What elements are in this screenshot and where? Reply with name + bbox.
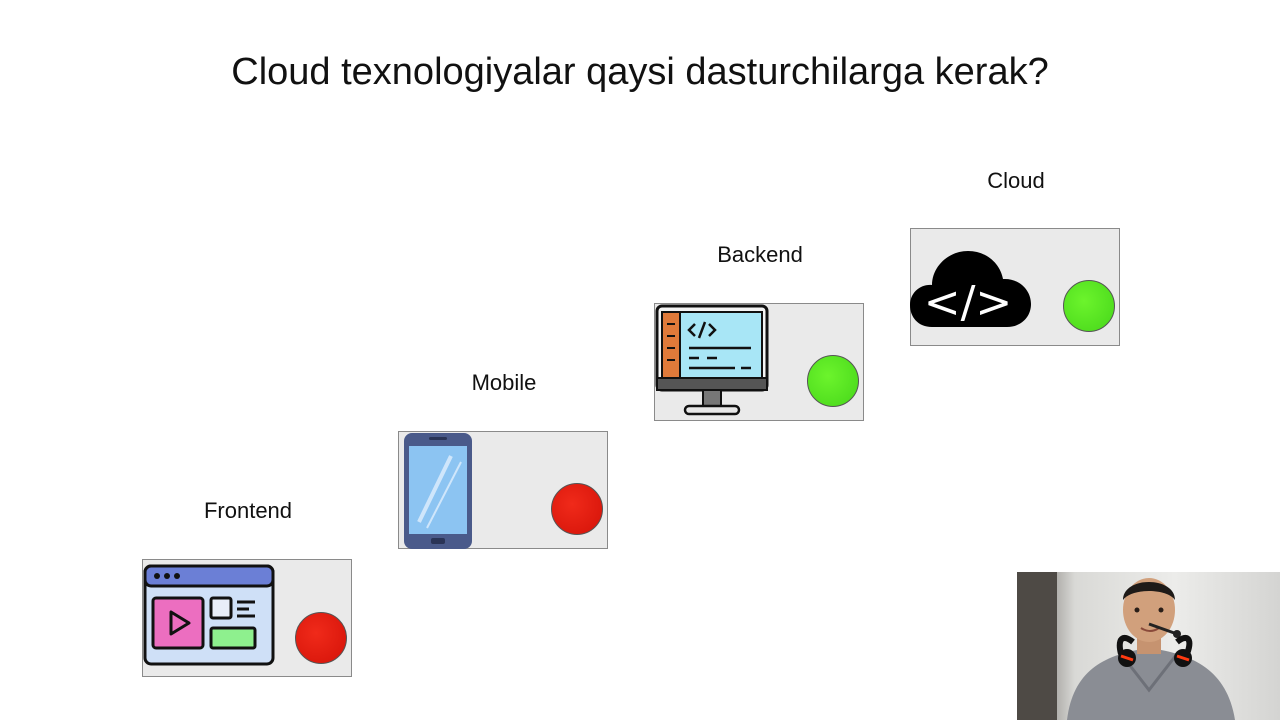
presenter-video [1017, 572, 1235, 720]
stage-label-mobile: Mobile [471, 370, 537, 395]
status-indicator-cloud [1063, 280, 1115, 332]
cloud-code-text: </> [924, 277, 1013, 328]
stage-card-backend [654, 303, 864, 421]
webcam-overlay [1017, 572, 1280, 720]
browser-window-icon [143, 564, 275, 666]
slide-title: Cloud texnologiyalar qaysi dasturchilarg… [231, 51, 1049, 93]
smartphone-icon [404, 433, 472, 549]
stage-label-cloud: Cloud [987, 168, 1045, 193]
code-monitor-icon [655, 304, 769, 416]
cloud-code-icon: </> [910, 251, 1031, 328]
status-indicator-mobile [551, 483, 603, 535]
stage-label-backend: Backend [717, 242, 803, 267]
stage-card-mobile [398, 431, 608, 549]
status-indicator-frontend [295, 612, 347, 664]
stage-card-cloud: </> [910, 228, 1120, 346]
stage-card-frontend [142, 559, 352, 677]
status-indicator-backend [807, 355, 859, 407]
stage-label-frontend: Frontend [203, 498, 293, 523]
